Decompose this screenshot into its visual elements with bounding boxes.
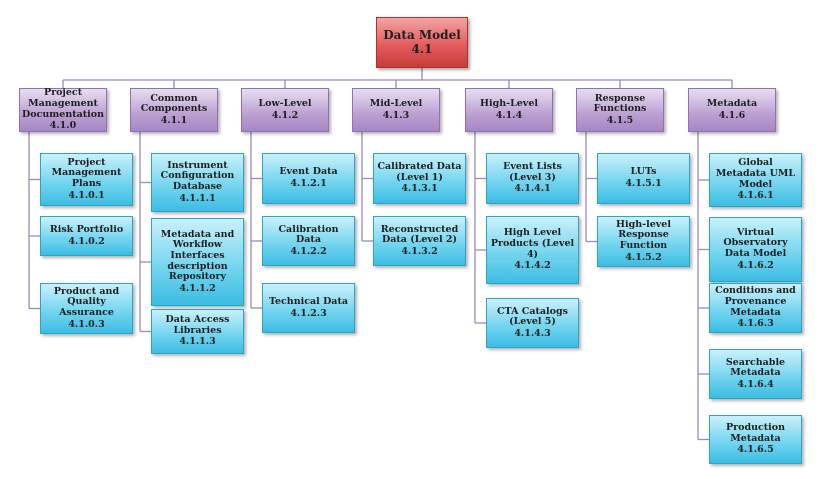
item-instrument-configuration-database-code: 4.1.1.1: [179, 192, 216, 204]
item-event-data-code: 4.1.2.1: [290, 178, 327, 189]
item-luts-code: 4.1.5.1: [625, 178, 662, 189]
section-common-components-title: Common Components: [140, 92, 208, 115]
item-virtual-observatory-data-model-title: Virtual Observatory Data Model: [723, 226, 788, 259]
item-event-data-title: Event Data: [279, 166, 338, 178]
item-calibration-data-title: Calibration Data: [278, 223, 339, 246]
item-metadata-and-workflow-interfaces-description-repository-code: 4.1.1.2: [179, 282, 216, 294]
item-event-lists-level-3-title: Event Lists (Level 3): [503, 161, 562, 183]
item-cta-catalogs-level-5: CTA Catalogs (Level 5)4.1.4.3: [486, 298, 579, 348]
item-technical-data-code: 4.1.2.3: [290, 307, 327, 319]
item-production-metadata-code: 4.1.6.5: [737, 444, 774, 456]
item-project-management-plans-title: Project Management Plans: [51, 156, 122, 189]
section-project-management-documentation-code: 4.1.0: [49, 120, 77, 132]
item-high-level-response-function-title: High-level Response Function: [616, 218, 671, 251]
item-global-metadata-uml-model-title: Global Metadata UML Model: [715, 157, 796, 190]
item-cta-catalogs-level-5-title: CTA Catalogs (Level 5): [497, 305, 568, 328]
item-high-level-products-level-4: High Level Products (Level 4)4.1.4.2: [486, 216, 579, 284]
item-conditions-and-provenance-metadata-code: 4.1.6.3: [737, 318, 774, 330]
item-product-and-quality-assurance-title: Product and Quality Assurance: [53, 285, 120, 318]
item-searchable-metadata-code: 4.1.6.4: [737, 378, 774, 390]
item-global-metadata-uml-model-code: 4.1.6.1: [737, 190, 774, 202]
item-reconstructed-data-level-2: Reconstructed Data (Level 2)4.1.3.2: [373, 216, 466, 266]
section-mid-level-code: 4.1.3: [382, 109, 410, 121]
section-common-components-code: 4.1.1: [160, 114, 188, 126]
item-data-access-libraries-title: Data Access Libraries: [165, 314, 230, 336]
item-project-management-plans-code: 4.1.0.1: [68, 189, 105, 201]
item-technical-data-title: Technical Data: [268, 295, 349, 307]
section-low-level-title: Low-Level: [258, 97, 312, 109]
item-calibrated-data-level-1: Calibrated Data (Level 1)4.1.3.1: [373, 153, 466, 204]
item-calibrated-data-level-1-code: 4.1.3.1: [401, 183, 438, 195]
item-data-access-libraries-code: 4.1.1.3: [179, 336, 216, 348]
section-high-level-code: 4.1.4: [495, 109, 523, 121]
section-metadata-code: 4.1.6: [718, 109, 746, 121]
item-metadata-and-workflow-interfaces-description-repository: Metadata and Workflow Interfaces descrip…: [151, 218, 244, 306]
item-calibrated-data-level-1-title: Calibrated Data (Level 1): [377, 161, 462, 183]
section-high-level-title: High-Level: [480, 97, 538, 109]
item-virtual-observatory-data-model-code: 4.1.6.2: [737, 259, 774, 271]
item-risk-portfolio-code: 4.1.0.2: [68, 235, 105, 247]
item-high-level-response-function-code: 4.1.5.2: [625, 251, 662, 263]
item-risk-portfolio-title: Risk Portfolio: [49, 223, 124, 235]
item-cta-catalogs-level-5-code: 4.1.4.3: [514, 327, 551, 339]
section-metadata-title: Metadata: [706, 97, 758, 109]
section-low-level-code: 4.1.2: [271, 109, 299, 121]
item-event-lists-level-3-code: 4.1.4.1: [514, 183, 551, 195]
item-production-metadata-title: Production Metadata: [725, 422, 786, 444]
root-node-title: Data Model: [383, 27, 461, 42]
root-node-data-model: Data Model 4.1: [376, 17, 468, 68]
section-project-management-documentation-title: Project Management Documentation: [21, 87, 105, 120]
item-high-level-products-level-4-code: 4.1.4.2: [514, 260, 551, 272]
item-reconstructed-data-level-2-code: 4.1.3.2: [401, 245, 438, 257]
item-reconstructed-data-level-2-title: Reconstructed Data (Level 2): [380, 223, 459, 246]
item-conditions-and-provenance-metadata-title: Conditions and Provenance Metadata: [715, 285, 796, 318]
item-high-level-products-level-4-title: High Level Products (Level 4): [490, 227, 575, 260]
item-luts-title: LUTs: [630, 166, 657, 178]
section-response-functions-code: 4.1.5: [606, 114, 634, 126]
section-response-functions-title: Response Functions: [593, 92, 647, 115]
item-product-and-quality-assurance-code: 4.1.0.3: [68, 318, 105, 330]
root-node-code: 4.1: [411, 42, 433, 56]
item-searchable-metadata-title: Searchable Metadata: [725, 356, 786, 379]
section-mid-level-title: Mid-Level: [369, 97, 423, 109]
item-instrument-configuration-database-title: Instrument Configuration Database: [160, 159, 235, 192]
item-calibration-data-code: 4.1.2.2: [290, 245, 327, 257]
item-metadata-and-workflow-interfaces-description-repository-title: Metadata and Workflow Interfaces descrip…: [160, 228, 235, 283]
item-event-lists-level-3: Event Lists (Level 3)4.1.4.1: [486, 153, 579, 204]
